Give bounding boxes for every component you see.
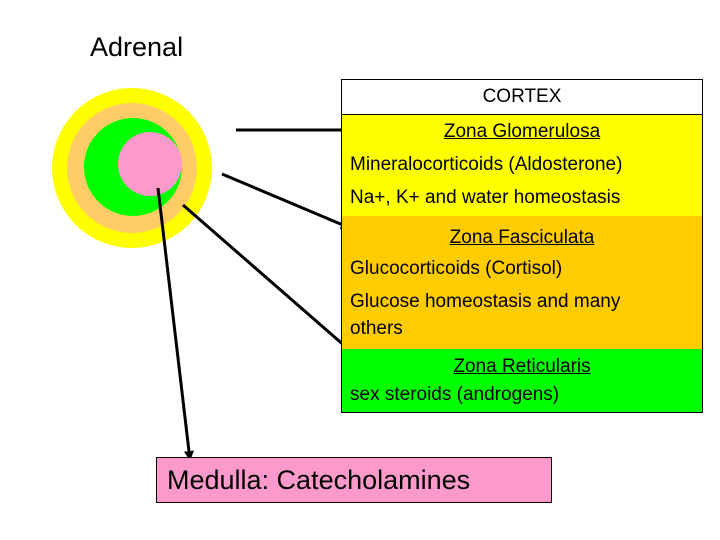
zona-glomerulosa-panel: Zona Glomerulosa Mineralocorticoids (Ald… [341,115,703,216]
cortex-header-label: CORTEX [482,86,562,107]
cortex-header: CORTEX [341,79,703,115]
zona-fasciculata-panel: Zona Fasciculata Glucocorticoids (Cortis… [341,216,703,349]
zona-fasciculata-hormone: Glucocorticoids (Cortisol) [350,258,563,279]
medulla-core [118,132,182,196]
zona-reticularis-panel: Zona Reticularis sex steroids (androgens… [341,349,703,413]
arrow-to-reticularis [182,203,355,356]
zona-reticularis-hormone: sex steroids (androgens) [350,384,560,405]
zona-glomerulosa-function: Na+, K+ and water homeostasis [350,187,621,208]
zona-glomerulosa-title: Zona Glomerulosa [443,121,601,142]
medulla-label-box: Medulla: Catecholamines [156,457,552,503]
arrow-to-fasciculata [221,172,351,230]
zona-glomerulosa-hormone: Mineralocorticoids (Aldosterone) [350,154,623,175]
adrenal-gland-cross-section [52,88,212,248]
zona-reticularis-title: Zona Reticularis [453,356,591,377]
zona-fasciculata-title: Zona Fasciculata [449,227,595,248]
zona-fasciculata-function-cont: others [350,318,403,339]
diagram-title: Adrenal [90,32,184,62]
zona-fasciculata-function: Glucose homeostasis and many [350,291,621,312]
arrow-to-medulla [156,187,194,461]
